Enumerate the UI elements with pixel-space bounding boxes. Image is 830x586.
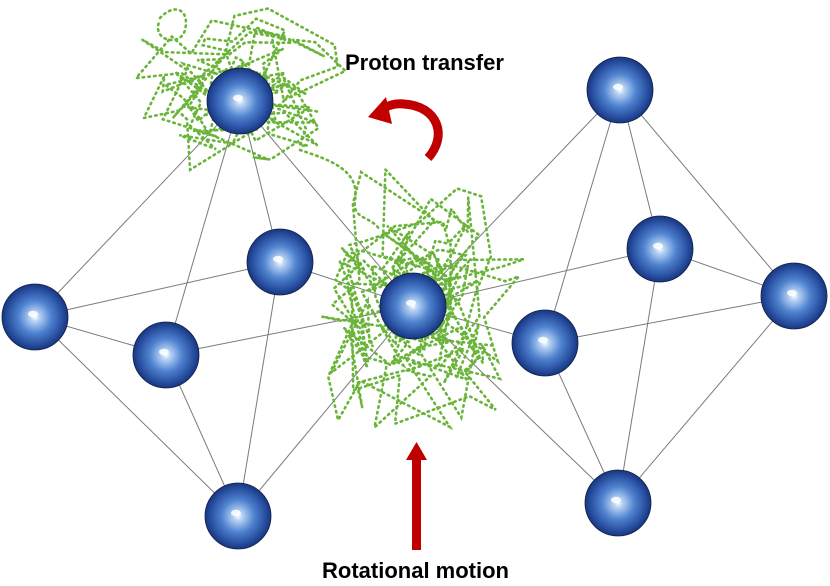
atoms — [1, 56, 828, 550]
bond-line — [34, 316, 239, 517]
proton-trajectory-loop — [156, 8, 188, 42]
atom-sphere — [204, 482, 272, 550]
atom-sphere — [626, 215, 694, 283]
proton-trajectory-link — [298, 148, 382, 232]
atom-sphere — [584, 469, 652, 537]
bond-line — [619, 89, 795, 297]
bond-line — [237, 261, 281, 517]
bond-line — [34, 261, 281, 318]
atom-sphere — [206, 67, 274, 135]
atom-sphere — [246, 228, 314, 296]
up-arrow-icon — [406, 442, 427, 550]
atom-sphere — [379, 272, 447, 340]
atom-sphere — [586, 56, 654, 124]
bond-line — [412, 305, 619, 504]
bond-line — [34, 100, 241, 318]
rotational-motion-label: Rotational motion — [322, 558, 509, 583]
atom-sphere — [760, 262, 828, 330]
atom-sphere — [1, 283, 69, 351]
bond-line — [237, 305, 414, 517]
bond-line — [617, 248, 661, 504]
bond-line — [412, 89, 621, 307]
bond-line — [165, 305, 414, 356]
bond-line — [617, 295, 795, 504]
curved-arrow-icon — [368, 97, 443, 162]
proton-trajectory-top — [132, 7, 348, 173]
bond-line — [165, 100, 241, 356]
bond-line — [412, 248, 661, 307]
bond-line — [544, 89, 621, 344]
proton-transfer-label: Proton transfer — [345, 50, 504, 75]
atom-sphere — [511, 309, 579, 377]
bond-line — [544, 295, 795, 344]
atom-sphere — [132, 321, 200, 389]
